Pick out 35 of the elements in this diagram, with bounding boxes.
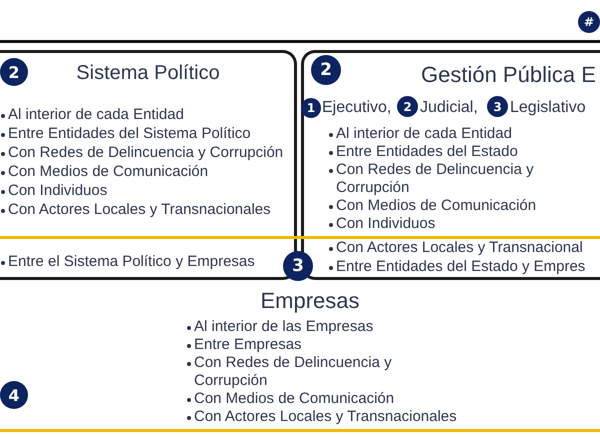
- list-item: Al interior de cada Entidad: [8, 106, 184, 124]
- number-badge: 2: [311, 55, 341, 85]
- number-badge: 3: [487, 96, 508, 117]
- branch-label: Judicial,: [420, 99, 478, 117]
- card-title: Empresas: [260, 288, 360, 314]
- number-badge: 2: [0, 58, 28, 86]
- list-item: Entre Entidades del Estado: [336, 143, 518, 161]
- list-item: Entre Entidades del Sistema Político: [8, 125, 251, 143]
- number-badge: 4: [0, 381, 28, 409]
- card-title: Sistema Político: [76, 61, 220, 85]
- branch-label: Legislativo: [510, 99, 586, 117]
- list-item: Con Redes de Delincuencia y Corrupción: [8, 144, 284, 162]
- list-item: Entre Entidades del Estado y Empres: [336, 258, 586, 276]
- list-item: Con Medios de Comunicación: [194, 390, 394, 408]
- number-badge: 1: [301, 98, 321, 118]
- list-item: Con Individuos: [8, 182, 108, 200]
- list-item: Con Redes de Delincuencia y Corrupción: [336, 161, 535, 197]
- list-item: Con Redes de Delincuencia y Corrupción: [194, 354, 393, 390]
- list-item: Con Actores Locales y Transnacional: [336, 239, 583, 257]
- category-card: [301, 50, 600, 280]
- list-item: Al interior de cada Entidad: [336, 125, 512, 143]
- list-item: Entre el Sistema Político y Empresas: [8, 253, 255, 271]
- card-title: Gestión Pública E: [421, 62, 596, 88]
- list-item: Con Medios de Comunicación: [8, 163, 208, 181]
- list-item: Al interior de las Empresas: [194, 318, 374, 336]
- section-band: [0, 236, 600, 432]
- number-badge: 3: [283, 251, 313, 281]
- list-item: Con Individuos: [336, 215, 436, 233]
- list-item: Con Actores Locales y Transnacionales: [194, 408, 457, 426]
- number-badge: #: [578, 11, 600, 33]
- list-item: Entre Empresas: [194, 336, 302, 354]
- list-item: Con Actores Locales y Transnacionales: [8, 201, 271, 219]
- number-badge: 2: [397, 96, 418, 117]
- branch-label: Ejecutivo,: [322, 99, 392, 117]
- list-item: Con Medios de Comunicación: [336, 197, 536, 215]
